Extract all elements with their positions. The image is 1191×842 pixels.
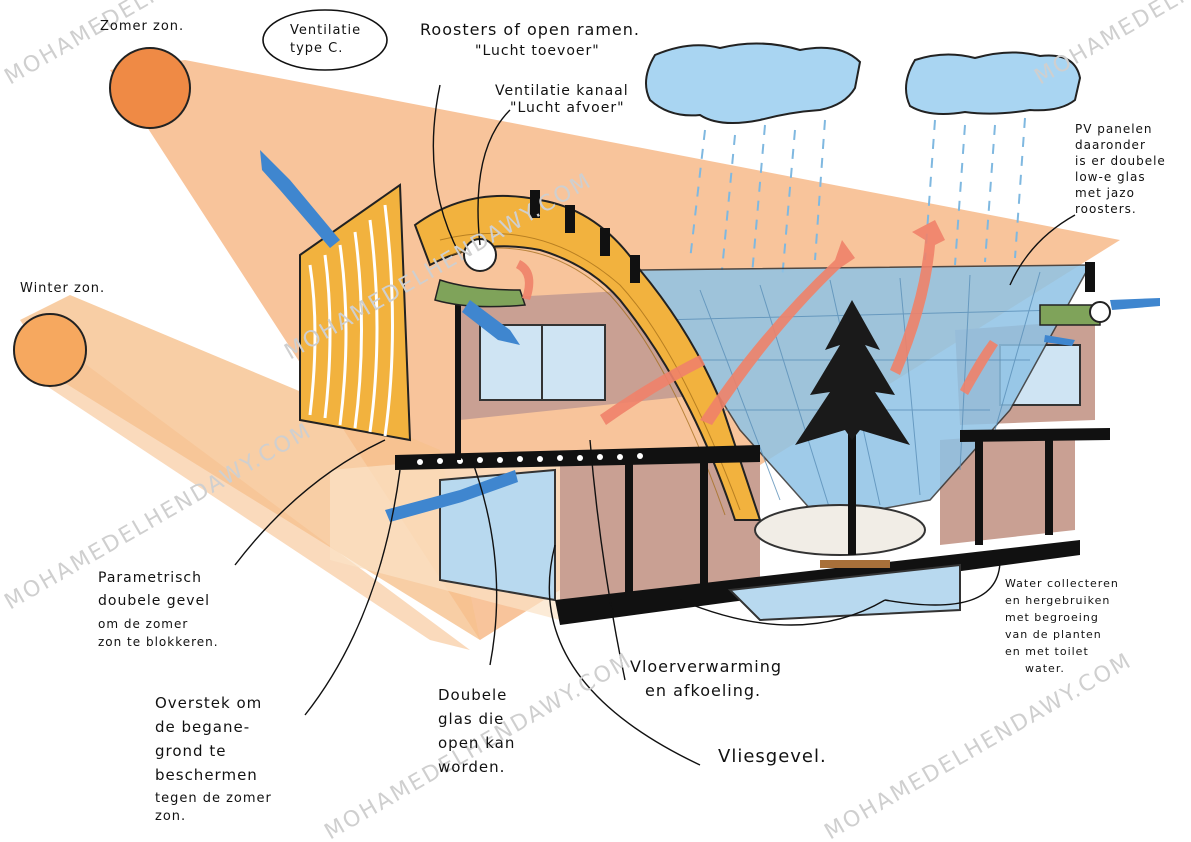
label-water-2: en hergebruiken: [1005, 594, 1110, 607]
label-overhang-5: tegen de zomer: [155, 791, 272, 806]
vent-fan-icon: [1089, 301, 1111, 323]
label-facade-4: zon te blokkeren.: [98, 635, 219, 649]
label-overhang-4: beschermen: [155, 766, 258, 784]
roof-ribs: [439, 232, 741, 516]
watermark: MOHAMEDELHENDAWY.COM: [821, 648, 1137, 842]
vent-duct: [434, 279, 1101, 326]
label-overhang-6: zon.: [155, 809, 186, 824]
label-floor-heating-2: en afkoeling.: [645, 681, 761, 700]
planter-soil: [820, 560, 890, 568]
ventilation-cloud-bubble: [262, 9, 388, 71]
sun-icon: [109, 47, 191, 129]
curtain-wall-glass: [439, 468, 556, 602]
label-pv-1: PV panelen: [1075, 122, 1153, 136]
label-summer-sun: Zomer zon.: [100, 19, 184, 34]
label-overhang-3: grond te: [155, 742, 226, 760]
label-double-glass-3: open kan: [438, 734, 515, 752]
label-grilles-1: Roosters of open ramen.: [420, 20, 640, 39]
tree-icon: [795, 300, 910, 555]
brown-wall-left: [560, 450, 760, 610]
courtyard-planter: [754, 504, 926, 556]
columns: [455, 300, 1053, 600]
label-ventilation-type-1: Ventilatie: [290, 23, 361, 38]
label-curtain-wall: Vliesgevel.: [718, 746, 827, 767]
label-pv-6: roosters.: [1075, 202, 1137, 216]
label-double-glass-4: worden.: [438, 758, 505, 776]
label-vent-channel-1: Ventilatie kanaal: [495, 83, 629, 99]
cloud-icon: [905, 51, 1082, 115]
label-water-1: Water collecteren: [1005, 577, 1119, 590]
water-tank: [727, 563, 961, 622]
label-double-glass-1: Doubele: [438, 686, 507, 704]
label-facade-3: om de zomer: [98, 617, 188, 631]
label-floor-heating-1: Vloerverwarming: [630, 657, 782, 676]
sun-icon: [13, 313, 87, 387]
label-water-5: en met toilet: [1005, 645, 1089, 658]
label-water-6: water.: [1025, 662, 1065, 675]
warm-air-arrow-icon: [516, 220, 998, 425]
label-vent-channel-2: "Lucht afvoer": [510, 100, 625, 116]
leader-lines: [234, 84, 1076, 766]
label-winter-sun: Winter zon.: [20, 281, 105, 296]
label-pv-3: is er doubele: [1075, 154, 1166, 168]
roof-beams: [530, 190, 1095, 292]
label-double-glass-2: glas die: [438, 710, 504, 728]
label-water-3: met begroeing: [1005, 611, 1099, 624]
label-grilles-2: "Lucht toevoer": [475, 43, 600, 59]
winter-sun-beam-lower: [30, 360, 470, 650]
floor-slab-right: [960, 428, 1110, 442]
watermark: MOHAMEDELHENDAWY.COM: [1031, 0, 1191, 90]
label-pv-2: daaronder: [1075, 138, 1146, 152]
cloud-icon: [645, 42, 862, 125]
label-water-4: van de planten: [1005, 628, 1102, 641]
brown-wall-right: [940, 430, 1075, 545]
label-facade-1: Parametrisch: [98, 570, 202, 586]
label-pv-5: met jazo: [1075, 186, 1135, 200]
label-pv-4: low-e glas: [1075, 170, 1146, 184]
label-overhang-1: Overstek om: [155, 694, 262, 712]
label-ventilation-type-2: type C.: [290, 41, 343, 56]
parametric-facade: [299, 183, 412, 442]
wind-arrow-icon: [260, 150, 1160, 522]
label-overhang-2: de begane-: [155, 718, 250, 736]
label-facade-2: doubele gevel: [98, 593, 210, 609]
slab-dots: [417, 453, 643, 465]
